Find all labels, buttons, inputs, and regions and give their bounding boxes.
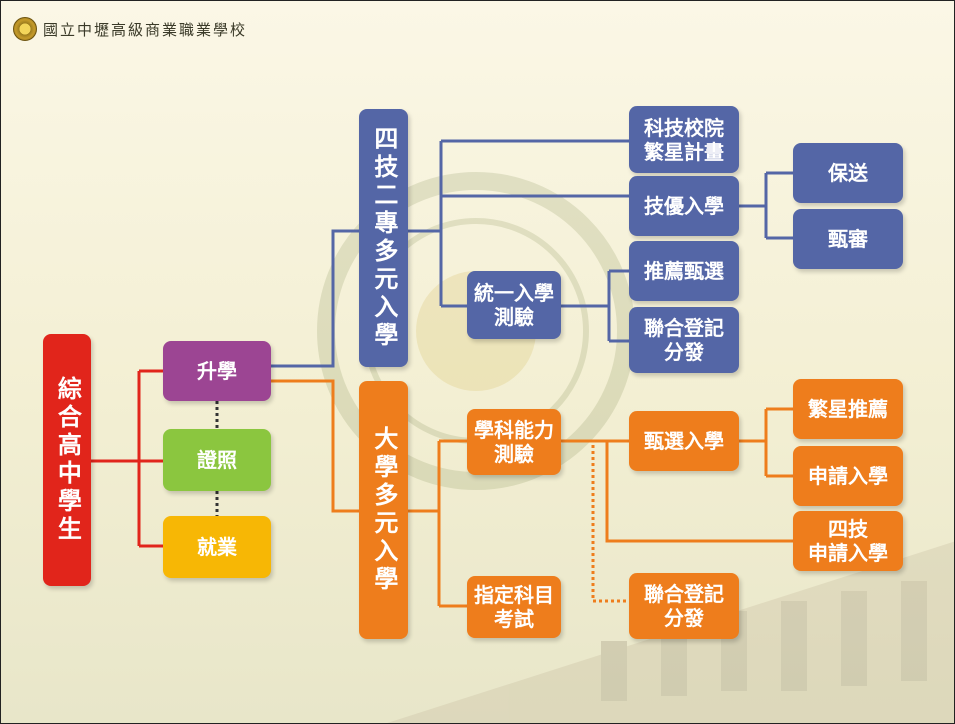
school-name: 國立中壢高級商業職業學校: [43, 20, 248, 39]
path-certificate: 證照: [163, 429, 271, 491]
tech-unified-exam: 統一入學 測驗: [467, 271, 561, 339]
tech-selection: 推薦甄選: [629, 241, 739, 301]
tech-joint-distribution: 聯合登記 分發: [629, 307, 739, 373]
university-designated-exam: 指定科目 考試: [467, 576, 561, 638]
tech-review: 甄審: [793, 209, 903, 269]
university-joint-distribution: 聯合登記 分發: [629, 573, 739, 639]
tech-multiple-admission: 四技二專多元入學: [359, 109, 408, 367]
university-multiple-admission: 大學多元入學: [359, 381, 408, 639]
university-star-recommend: 繁星推薦: [793, 379, 903, 439]
root-node-comprehensive-hs-student: 綜合高中學生: [43, 334, 91, 586]
university-gsat: 學科能力 測驗: [467, 409, 561, 475]
tech-recommend: 保送: [793, 143, 903, 203]
path-employment: 就業: [163, 516, 271, 578]
school-emblem-icon: [13, 17, 37, 41]
tech-skill-admission: 技優入學: [629, 176, 739, 236]
university-selection-admission: 甄選入學: [629, 411, 739, 471]
tech-star-plan: 科技校院 繁星計畫: [629, 106, 739, 173]
university-apply-admission: 申請入學: [793, 446, 903, 506]
slide-header: 國立中壢高級商業職業學校: [13, 15, 247, 43]
path-further-study: 升學: [163, 341, 271, 401]
university-tech-apply: 四技 申請入學: [793, 511, 903, 571]
